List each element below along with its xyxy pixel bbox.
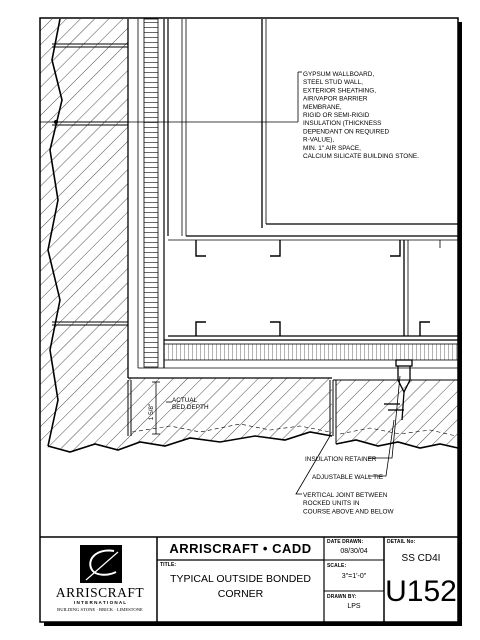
callout-line: MIN. 1" AIR SPACE, (303, 145, 361, 152)
steel-stud-framing (168, 19, 458, 336)
stone-masonry (40, 18, 459, 453)
bed-depth-line: ACTUAL (172, 397, 198, 404)
arriscraft-logo-mark (80, 545, 122, 583)
callout-line: STEEL STUD WALL, (303, 79, 363, 86)
drawing-title-line1: TYPICAL OUTSIDE BONDED (170, 573, 311, 585)
insulation-retainer-label: INSULATION RETAINER (305, 456, 377, 463)
dimension-label: 1 5/8" (148, 404, 155, 420)
wall-cavity-vertical (137, 18, 187, 368)
detail-code: SS CD4I (401, 553, 441, 564)
vertical-joint-callout: VERTICAL JOINT BETWEEN ROCKED UNITS IN C… (303, 492, 395, 515)
title-block-grid (40, 536, 458, 622)
drawing-title-line2: CORNER (217, 588, 264, 600)
date-value: 08/30/04 (340, 548, 368, 555)
detail-number: U152 (385, 575, 457, 608)
drawn-by-value: LPS (347, 603, 361, 610)
callout-line: EXTERIOR SHEATHING, (303, 87, 376, 94)
logo-wordmark: ARRISCRAFT (55, 585, 145, 600)
detail-caption: DETAIL No: (387, 539, 416, 545)
title-caption: TITLE: (160, 562, 177, 568)
callout-line: RIGID OR SEMI-RIGID (303, 112, 370, 119)
adjustable-wall-tie (384, 359, 413, 421)
scale-value: 3"=1'-0" (341, 573, 367, 580)
callout-line: ROCKED UNITS IN (303, 500, 360, 507)
callout-line: MEMBRANE, (303, 104, 342, 111)
leader-lines (40, 71, 401, 495)
callout-line: INSULATION (THICKNESS (303, 120, 381, 127)
drawn-by-caption: DRAWN BY: (327, 594, 357, 600)
date-caption: DATE DRAWN: (327, 539, 364, 545)
callout-line: GYPSUM WALLBOARD, (303, 71, 374, 78)
bed-depth-line: BED DEPTH (172, 404, 209, 411)
wall-assembly-callout: GYPSUM WALLBOARD, STEEL STUD WALL, EXTER… (303, 71, 419, 160)
scale-caption: SCALE: (327, 563, 347, 569)
callout-line: R-VALUE), (303, 137, 334, 144)
bed-depth-label: ACTUAL BED DEPTH (172, 397, 209, 411)
callout-line: COURSE ABOVE AND BELOW (303, 508, 395, 515)
adjustable-wall-tie-label: ADJUSTABLE WALL TIE (312, 474, 383, 481)
callout-line: DEPENDANT ON REQUIRED (303, 128, 390, 135)
logo-tagline: BUILDING STONE · BRICK · LIMESTONE (57, 607, 143, 612)
wall-cavity-horizontal (138, 335, 459, 369)
callout-line: CALCIUM SILICATE BUILDING STONE. (303, 153, 419, 160)
callout-line: AIR/VAPOR BARRIER (303, 96, 368, 103)
logo-subtitle: I N T E R N A T I O N A L (73, 600, 127, 605)
callout-line: VERTICAL JOINT BETWEEN (303, 492, 388, 499)
brand-heading: ARRISCRAFT • CADD (169, 541, 312, 556)
